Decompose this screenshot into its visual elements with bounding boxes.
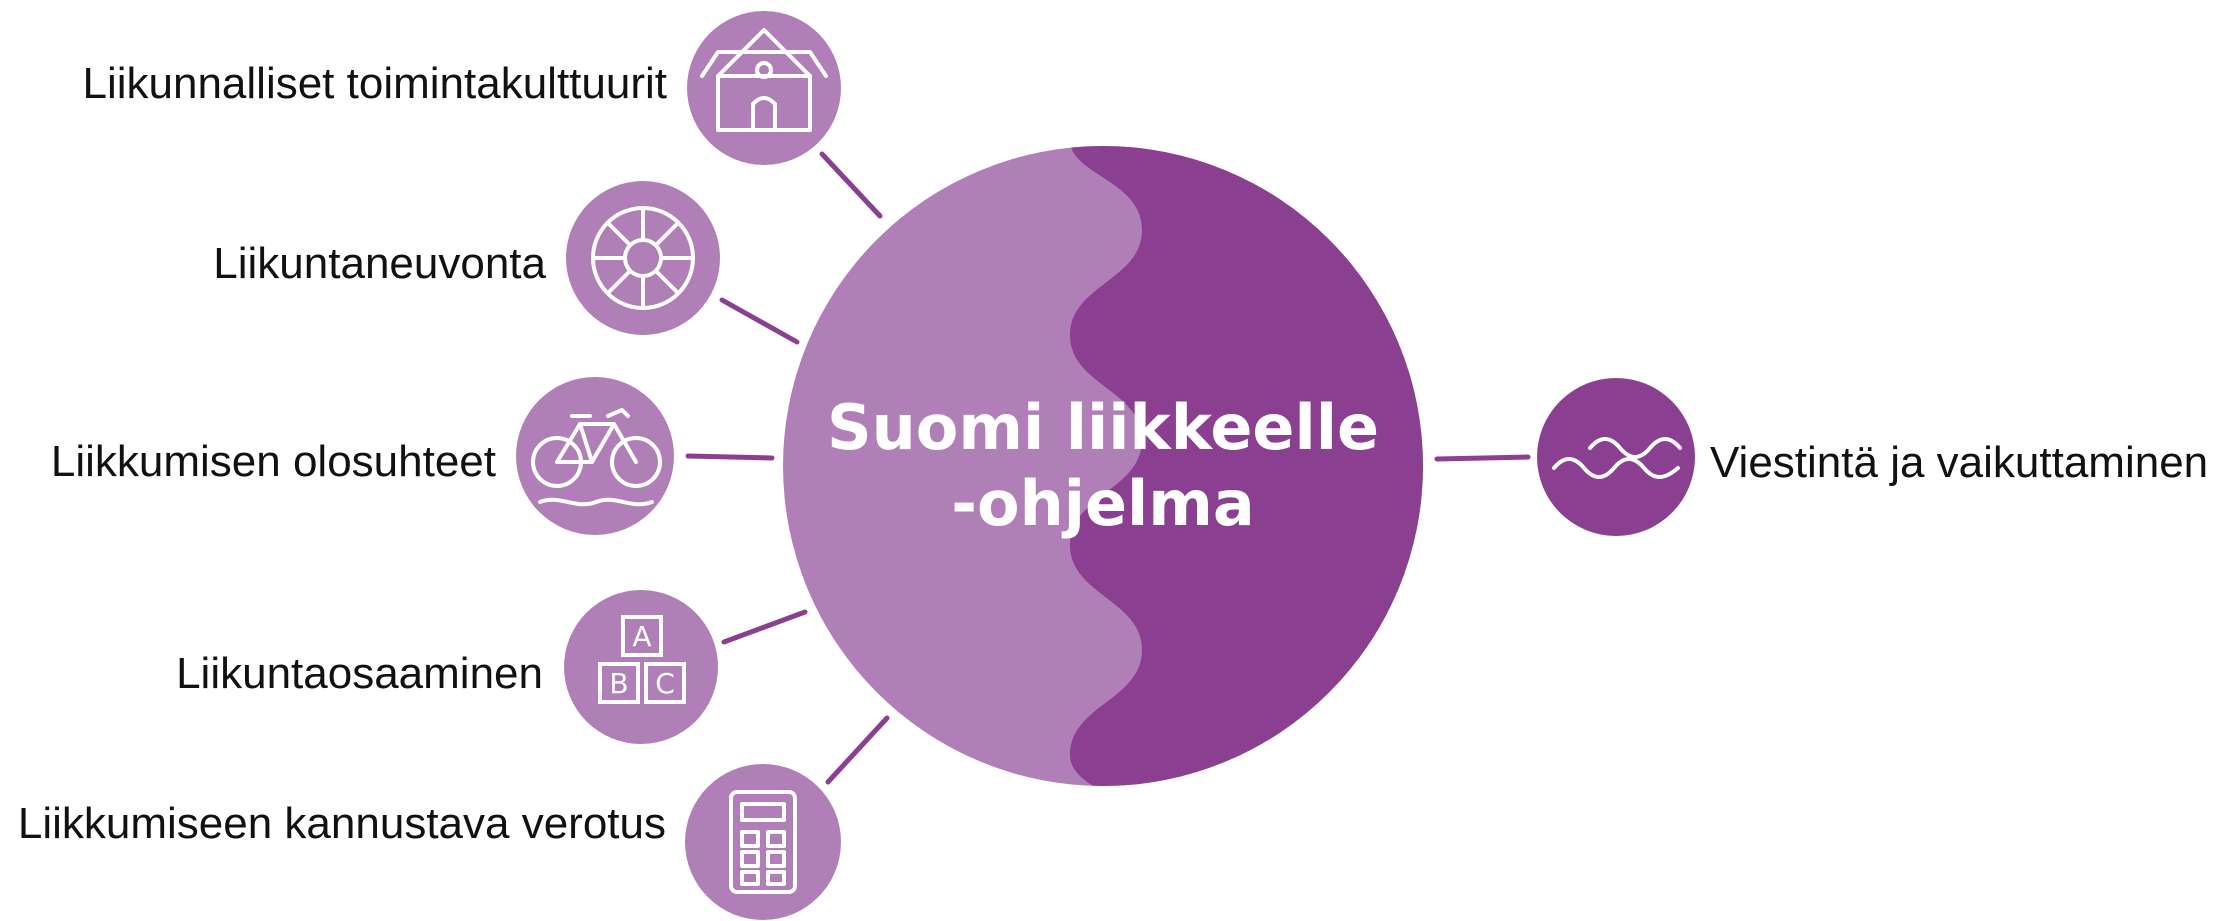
label-viestinta-ja-vaikuttaminen: Viestintä ja vaikuttaminen bbox=[1710, 438, 2209, 487]
wavy-dark-half bbox=[1070, 146, 1423, 786]
connector-line bbox=[819, 151, 883, 219]
center-title: Suomi liikkeelle -ohjelma bbox=[783, 390, 1423, 541]
node-circle bbox=[564, 590, 718, 744]
connector-line bbox=[825, 715, 890, 785]
central-circle bbox=[783, 146, 1423, 786]
house-icon bbox=[700, 28, 828, 132]
center-title-line-2: -ohjelma bbox=[951, 466, 1255, 540]
svg-text:A: A bbox=[632, 620, 651, 653]
abc-blocks-icon: A B C bbox=[598, 615, 686, 704]
connector-line bbox=[721, 609, 808, 645]
connector-line bbox=[685, 453, 775, 461]
label-liikkumisen-olosuhteet: Liikkumisen olosuhteet bbox=[50, 437, 496, 486]
node-circle bbox=[685, 764, 841, 920]
waves-icon bbox=[1552, 437, 1682, 479]
svg-text:B: B bbox=[609, 667, 628, 700]
bicycle-icon bbox=[531, 408, 662, 507]
lifebuoy-icon bbox=[591, 206, 695, 310]
label-liikuntaosaaminen: Liikuntaosaaminen bbox=[176, 649, 543, 698]
center-title-line-1: Suomi liikkeelle bbox=[826, 391, 1380, 464]
label-liikunnalliset-toimintakulttuurit: Liikunnalliset toimintakulttuurit bbox=[82, 59, 667, 108]
node-circles bbox=[516, 11, 1695, 920]
label-liikuntaneuvonta: Liikuntaneuvonta bbox=[213, 239, 546, 288]
connectors bbox=[685, 151, 1531, 785]
connector-line bbox=[719, 297, 800, 345]
svg-text:C: C bbox=[655, 667, 675, 700]
node-circle bbox=[687, 11, 841, 165]
label-liikkumiseen-kannustava-verotus: Liikkumiseen kannustava verotus bbox=[17, 799, 666, 848]
calculator-icon bbox=[729, 790, 797, 894]
node-circle bbox=[1537, 378, 1695, 536]
node-circle bbox=[566, 181, 720, 335]
connector-line bbox=[1434, 454, 1531, 462]
